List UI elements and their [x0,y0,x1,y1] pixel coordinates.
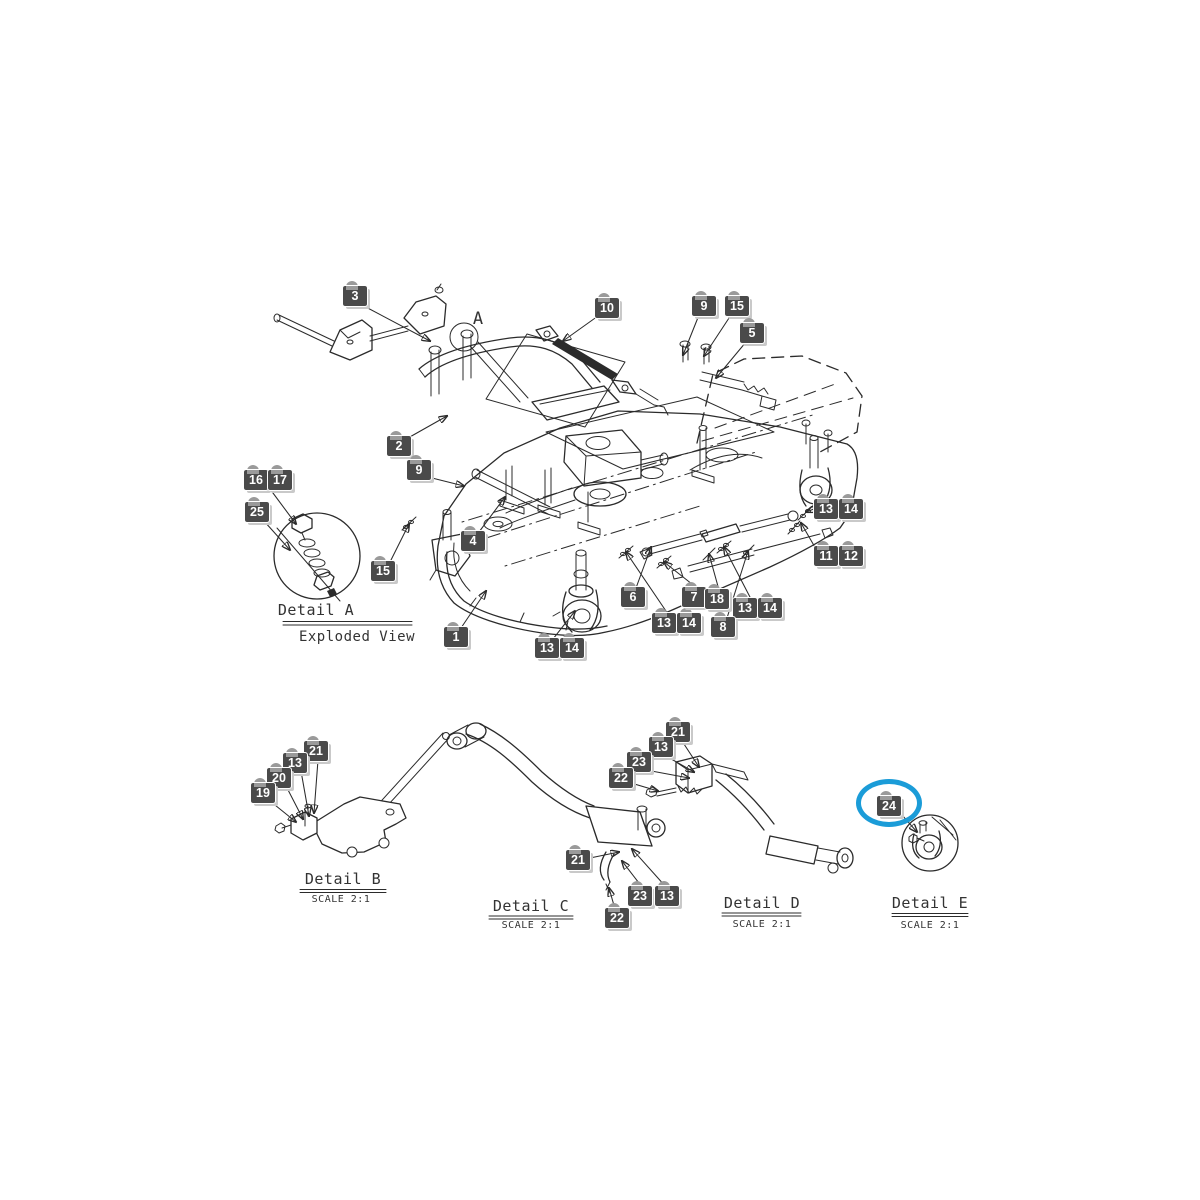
part-label-badge-23[interactable]: 23 [627,881,653,907]
part-label-badge-17[interactable]: 17 [267,465,293,491]
part-label-badge-25[interactable]: 25 [244,497,270,523]
part-label-badge-16[interactable]: 16 [243,465,269,491]
detail-b-title-block: Detail B SCALE 2:1 [299,870,387,905]
part-label-badge-4[interactable]: 4 [460,526,486,552]
callout-a: A [449,309,483,352]
part-label-badge-12[interactable]: 12 [838,541,864,567]
detail-c-sketch [446,722,666,894]
detail-c-title: Detail C [493,897,569,915]
part-label-badge-19[interactable]: 19 [250,778,276,804]
detail-d-sketch [645,755,854,874]
detail-b-sketch [274,732,450,858]
mower-deck-shell [436,333,859,637]
part-label-badge-23[interactable]: 23 [626,747,652,773]
detail-e-title: Detail E [892,894,968,912]
detail-d-title: Detail D [724,894,800,912]
part-label-badge-14[interactable]: 14 [757,593,783,619]
part-label-badge-5[interactable]: 5 [739,318,765,344]
part-label-badge-10[interactable]: 10 [594,293,620,319]
part-label-badge-22[interactable]: 22 [604,903,630,929]
part-label-badge-3[interactable]: 3 [342,281,368,307]
detail-titles: Detail A Exploded View Detail B SCALE 2:… [278,601,969,931]
leveling-linkage [618,502,834,580]
part-label-badge-9[interactable]: 9 [406,455,432,481]
part-label-badge-13[interactable]: 13 [648,732,674,758]
part-label-badge-14[interactable]: 14 [838,494,864,520]
part-label-badge-13[interactable]: 13 [654,881,680,907]
part-label-badge-9[interactable]: 9 [691,291,717,317]
part-label-badge-7[interactable]: 7 [681,582,707,608]
part-label-badge-6[interactable]: 6 [620,582,646,608]
belt-tensioner [679,340,777,411]
part-label-badge-14[interactable]: 14 [676,608,702,634]
detail-c-title-block: Detail C SCALE 2:1 [488,897,574,931]
detail-e-sketch [901,814,959,872]
detail-a-title: Detail A [278,601,354,619]
detail-d-scale: SCALE 2:1 [733,919,792,930]
lift-frame [418,329,620,421]
part-label-badge-13[interactable]: 13 [534,633,560,659]
deck-standoff-brackets [499,419,833,536]
leader-lines [263,304,917,910]
part-label-badge-8[interactable]: 8 [710,612,736,638]
part-label-badge-1[interactable]: 1 [443,622,469,648]
detail-a-title-block: Detail A Exploded View [278,601,415,645]
part-label-badge-18[interactable]: 18 [704,584,730,610]
part-label-badge-15[interactable]: 15 [724,291,750,317]
part-label-badge-14[interactable]: 14 [559,633,585,659]
part-label-badge-24-highlighted[interactable]: 24 [876,791,902,817]
part-label-badge-11[interactable]: 11 [813,541,839,567]
pto-driveshaft [535,325,669,416]
detail-a-sketch [273,512,361,602]
detail-d-title-block: Detail D SCALE 2:1 [721,894,802,930]
front-caster [552,549,602,633]
detail-e-title-block: Detail E SCALE 2:1 [891,894,969,931]
mount-bracket [273,283,447,361]
left-hanger [401,468,551,581]
part-label-badge-22[interactable]: 22 [608,763,634,789]
part-label-badge-21[interactable]: 21 [303,736,329,762]
gearbox [483,429,669,532]
detail-b-title: Detail B [305,870,381,888]
part-label-badge-13[interactable]: 13 [813,494,839,520]
part-label-badge-2[interactable]: 2 [386,431,412,457]
callout-letter: A [473,309,483,329]
detail-e-scale: SCALE 2:1 [901,920,960,931]
part-label-badge-13[interactable]: 13 [732,593,758,619]
part-label-badge-15[interactable]: 15 [370,556,396,582]
detail-c-scale: SCALE 2:1 [502,920,561,931]
part-label-badge-13[interactable]: 13 [651,608,677,634]
part-label-badge-21[interactable]: 21 [565,845,591,871]
detail-a-subtitle: Exploded View [299,629,415,645]
detail-b-scale: SCALE 2:1 [312,894,371,905]
